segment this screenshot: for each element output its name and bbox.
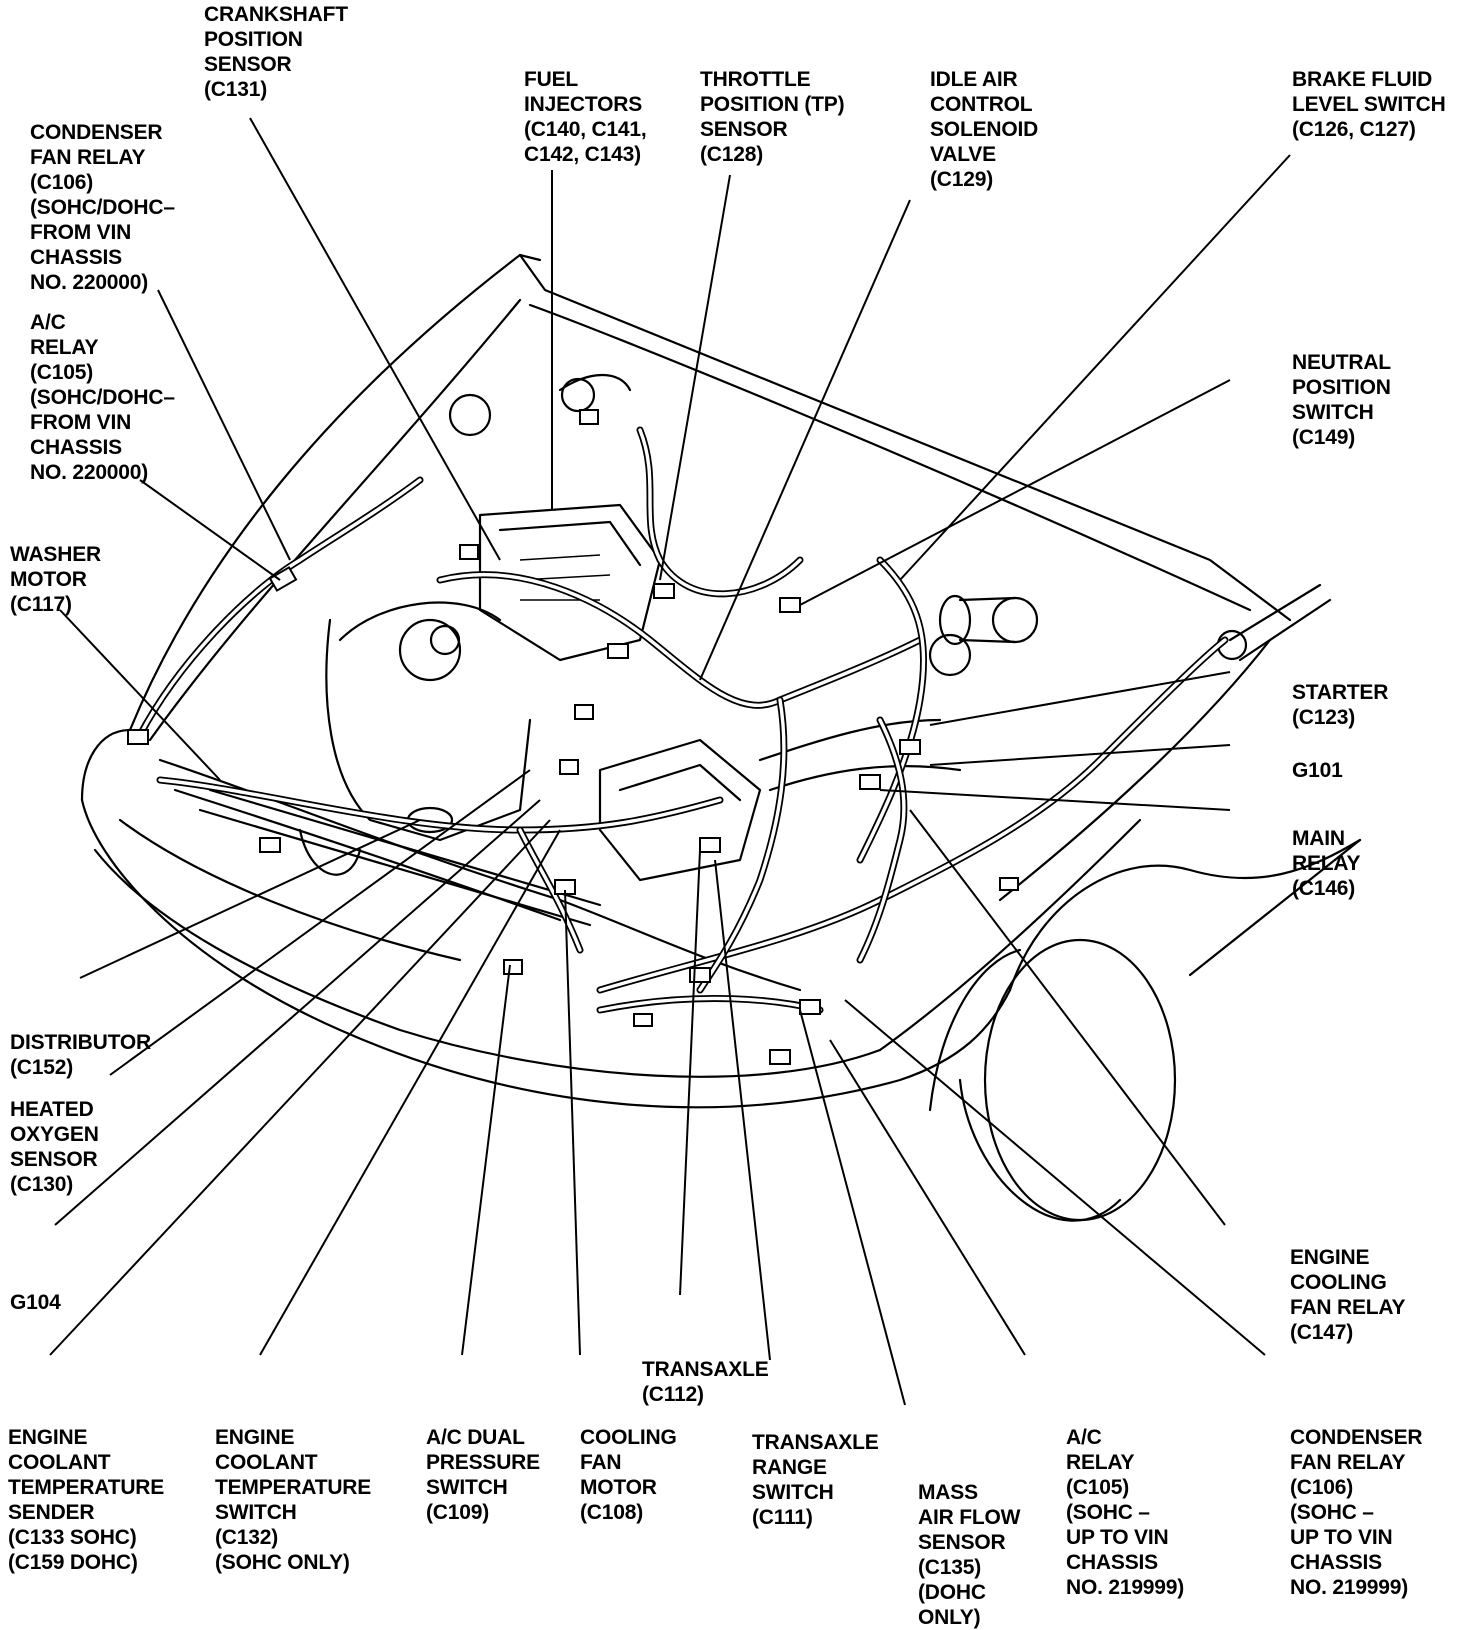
label-washer-motor: WASHER MOTOR (C117)	[10, 543, 101, 616]
label-transaxle: TRANSAXLE (C112)	[642, 1358, 769, 1406]
label-ac-relay-top: A/C RELAY (C105) (SOHC/DOHC– FROM VIN CH…	[30, 311, 175, 484]
label-engine-coolant-temp-switch: ENGINE COOLANT TEMPERATURE SWITCH (C132)…	[215, 1426, 372, 1574]
label-throttle-position-sensor: THROTTLE POSITION (TP) SENSOR (C128)	[700, 68, 845, 166]
wiring-harness	[136, 426, 1229, 1014]
label-fuel-injectors: FUEL INJECTORS (C140, C141, C142, C143)	[524, 68, 647, 166]
engine-components	[198, 373, 1039, 927]
label-heated-oxygen-sensor: HEATED OXYGEN SENSOR (C130)	[10, 1098, 99, 1196]
label-starter: STARTER (C123)	[1292, 681, 1389, 729]
label-g104: G104	[10, 1291, 61, 1314]
label-neutral-position-switch: NEUTRAL POSITION SWITCH (C149)	[1292, 351, 1391, 449]
label-condenser-fan-relay-bottom: CONDENSER FAN RELAY (C106) (SOHC – UP TO…	[1290, 1426, 1423, 1599]
car-body-outline	[80, 253, 1362, 1222]
label-g101: G101	[1292, 759, 1343, 782]
label-brake-fluid-level-switch: BRAKE FLUID LEVEL SWITCH (C126, C127)	[1292, 68, 1446, 141]
connectors	[127, 409, 1019, 1065]
label-cooling-fan-motor: COOLING FAN MOTOR (C108)	[580, 1426, 677, 1524]
label-main-relay: MAIN RELAY (C146)	[1292, 827, 1361, 900]
label-transaxle-range-switch: TRANSAXLE RANGE SWITCH (C111)	[752, 1431, 879, 1529]
label-ac-dual-pressure-switch: A/C DUAL PRESSURE SWITCH (C109)	[426, 1426, 540, 1524]
label-ac-relay-bottom: A/C RELAY (C105) (SOHC – UP TO VIN CHASS…	[1066, 1426, 1185, 1599]
label-mass-air-flow-sensor: MASS AIR FLOW SENSOR (C135) (DOHC ONLY)	[918, 1481, 1021, 1629]
label-distributor: DISTRIBUTOR (C152)	[10, 1031, 151, 1079]
label-idle-air-control-valve: IDLE AIR CONTROL SOLENOID VALVE (C129)	[930, 68, 1039, 191]
label-crankshaft-position-sensor: CRANKSHAFT POSITION SENSOR (C131)	[204, 3, 348, 101]
label-engine-cooling-fan-relay: ENGINE COOLING FAN RELAY (C147)	[1290, 1246, 1406, 1344]
label-condenser-fan-relay-top: CONDENSER FAN RELAY (C106) (SOHC/DOHC– F…	[30, 121, 175, 294]
label-engine-coolant-temp-sender: ENGINE COOLANT TEMPERATURE SENDER (C133 …	[8, 1426, 165, 1574]
leader-lines	[49, 117, 1291, 1406]
